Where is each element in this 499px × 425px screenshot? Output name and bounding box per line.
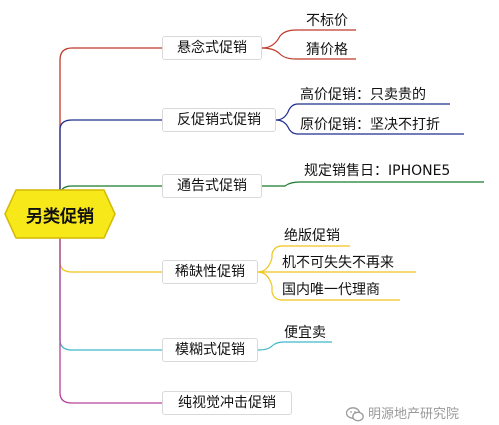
leaf-no-price-tag[interactable]: 不标价 (306, 13, 348, 29)
connector-leaf-2-2 (275, 119, 464, 135)
leaf-sell-cheap[interactable]: 便宜卖 (284, 325, 326, 341)
connector-leaf-4-3 (257, 271, 400, 301)
branch-announcement-promotion[interactable]: 通告式促销 (162, 174, 262, 198)
watermark: 明源地产研究院 (346, 404, 499, 425)
branch-visual-impact-promotion[interactable]: 纯视觉冲击促销 (162, 391, 292, 415)
connector-leaf-1-1 (261, 29, 356, 49)
branch-vague-promotion[interactable]: 模糊式促销 (162, 338, 258, 362)
watermark-text: 明源地产研究院 (368, 407, 460, 422)
leaf-sole-domestic-agent[interactable]: 国内唯一代理商 (282, 282, 380, 298)
root-node[interactable]: 另类促销 (4, 189, 116, 239)
root-label: 另类促销 (26, 206, 94, 227)
connector-leaf-2-1 (275, 103, 450, 121)
leaf-guess-price[interactable]: 猜价格 (306, 42, 348, 58)
leaf-out-of-print-promotion[interactable]: 绝版促销 (284, 228, 340, 244)
branch-suspense-promotion[interactable]: 悬念式促销 (162, 36, 262, 60)
connector-branch-2 (59, 119, 162, 214)
connector-leaf-5-1 (257, 341, 332, 351)
connector-leaf-1-2 (261, 47, 356, 60)
connector-leaf-4-1 (257, 245, 350, 273)
leaf-high-price-promotion[interactable]: 高价促销：只卖贵的 (300, 87, 426, 103)
leaf-original-price-promotion[interactable]: 原价促销：坚决不打折 (300, 117, 440, 133)
branch-anti-promotion[interactable]: 反促销式促销 (162, 108, 276, 132)
branch-scarcity-promotion[interactable]: 稀缺性促销 (162, 260, 258, 284)
connector-branch-6 (59, 214, 162, 404)
root-hexagon (4, 189, 116, 239)
leaf-dont-miss-out[interactable]: 机不可失失不再来 (282, 255, 394, 271)
connector-leaf-3-1 (262, 181, 484, 187)
connector-branch-1 (59, 47, 162, 214)
leaf-designated-sales-day[interactable]: 规定销售日：IPHONE5 (304, 163, 451, 179)
wechat-icon (346, 407, 364, 422)
